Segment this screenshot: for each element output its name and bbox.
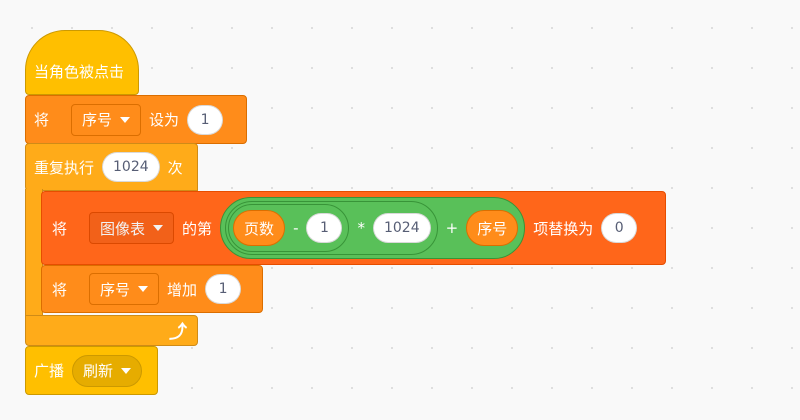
broadcast-label: 广播: [34, 362, 65, 380]
message-dropdown[interactable]: 刷新: [72, 354, 143, 387]
repeat-label: 重复执行: [34, 158, 95, 177]
replace-value-input[interactable]: 0: [601, 213, 638, 243]
when-sprite-clicked-hat-block[interactable]: 当角色被点击: [25, 30, 139, 95]
subtract-operator[interactable]: 页数 - 1: [228, 204, 350, 252]
of-item-label: 的第: [182, 219, 213, 238]
add-operator[interactable]: 页数 - 1 * 1024 + 序号: [220, 197, 526, 259]
variable-name: 序号: [82, 111, 113, 129]
set-value-input[interactable]: 1: [187, 104, 224, 135]
change-prefix: 将: [52, 280, 68, 299]
times-value-input[interactable]: 1024: [372, 213, 431, 243]
set-verb: 设为: [149, 111, 180, 129]
set-variable-block[interactable]: 将 序号 设为 1: [25, 95, 247, 144]
change-verb: 增加: [167, 280, 198, 299]
list-name: 图像表: [100, 219, 146, 238]
change-value-input[interactable]: 1: [205, 274, 242, 304]
dropdown-arrow-icon: [138, 286, 149, 292]
replace-list-item-block[interactable]: 将 图像表 的第 页数 - 1 * 1024 + 序号 项替换为 0: [41, 191, 666, 265]
variable-reporter-pages[interactable]: 页数: [233, 210, 286, 246]
hat-label: 当角色被点击: [34, 63, 125, 81]
variable-reporter-index[interactable]: 序号: [466, 210, 519, 246]
repeat-block[interactable]: 重复执行 1024 次 ⤴: [25, 143, 198, 346]
minus-value-input[interactable]: 1: [306, 213, 343, 243]
variable-name: 序号: [100, 280, 131, 299]
times-sign: *: [357, 219, 365, 237]
set-prefix: 将: [34, 111, 50, 129]
repeat-suffix: 次: [167, 158, 183, 177]
repeat-count-input[interactable]: 1024: [102, 152, 160, 182]
dropdown-arrow-icon: [121, 367, 132, 374]
replace-with-label: 项替换为: [533, 219, 594, 238]
dropdown-arrow-icon: [153, 225, 164, 231]
message-name: 刷新: [83, 362, 114, 380]
change-variable-block[interactable]: 将 序号 增加 1: [41, 265, 263, 313]
minus-sign: -: [293, 219, 299, 237]
broadcast-block[interactable]: 广播 刷新: [25, 346, 158, 395]
plus-sign: +: [445, 219, 459, 237]
multiply-operator[interactable]: 页数 - 1 * 1024: [225, 201, 438, 255]
list-dropdown[interactable]: 图像表: [89, 212, 175, 244]
loop-arrow-icon: ⤴: [169, 321, 187, 343]
replace-prefix: 将: [52, 219, 68, 238]
dropdown-arrow-icon: [120, 116, 131, 123]
variable-dropdown[interactable]: 序号: [71, 103, 142, 136]
variable-dropdown[interactable]: 序号: [89, 273, 160, 305]
